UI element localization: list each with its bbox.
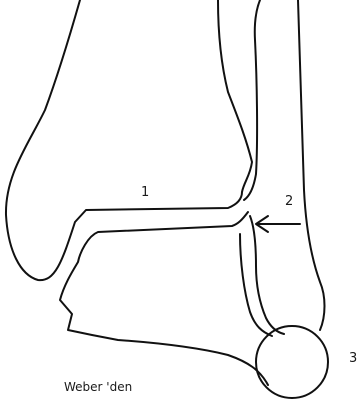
- talus-outline: [60, 212, 268, 385]
- fibula-lateral-outline: [298, 0, 325, 330]
- label-joint-space: 1: [141, 185, 149, 200]
- malleolus-circle: [256, 326, 328, 398]
- diagram-caption: Weber 'den: [64, 380, 132, 394]
- label-fibula-line: 2: [285, 194, 293, 209]
- fibula-inner-outline: [250, 216, 284, 334]
- tibia-outline: [6, 0, 252, 280]
- fibula-medial-outline: [244, 0, 260, 200]
- label-circle: 3: [349, 351, 357, 366]
